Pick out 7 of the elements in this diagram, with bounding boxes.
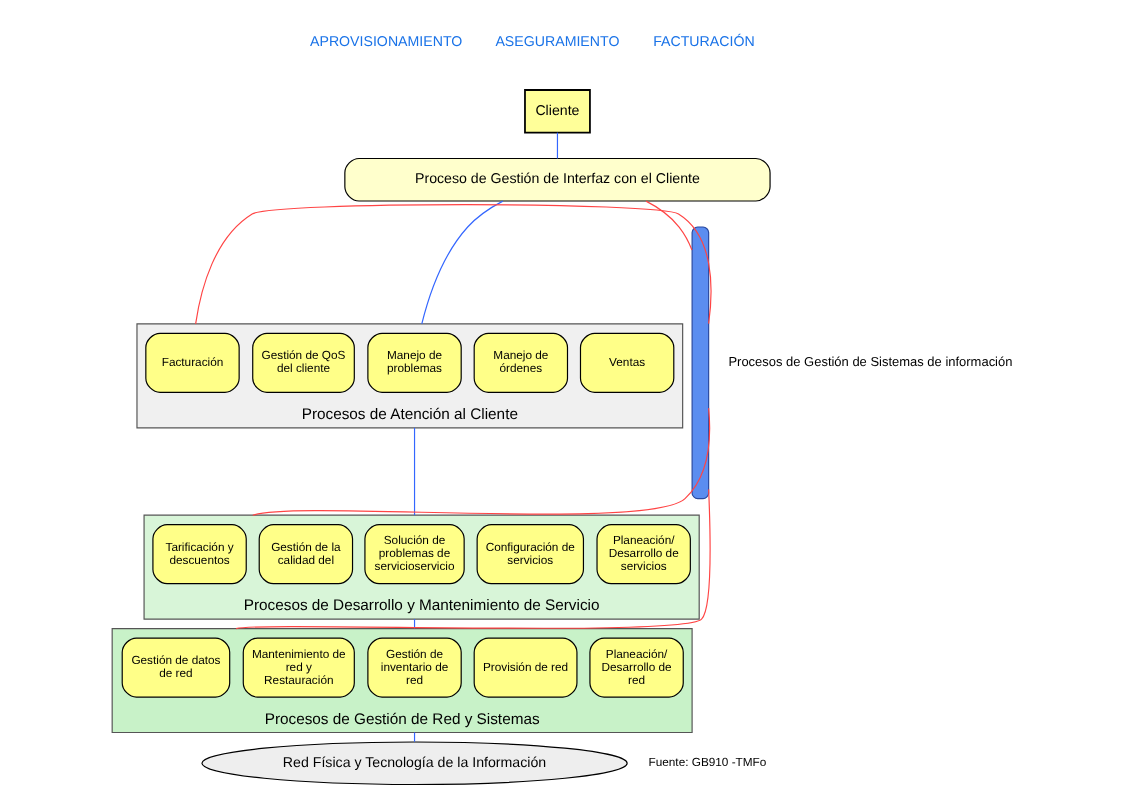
connector bbox=[421, 200, 504, 325]
connector bbox=[252, 407, 711, 516]
connector bbox=[413, 427, 416, 516]
connector bbox=[195, 204, 712, 325]
connector bbox=[556, 132, 559, 160]
connector bbox=[645, 200, 693, 251]
node-bar bbox=[691, 226, 710, 500]
